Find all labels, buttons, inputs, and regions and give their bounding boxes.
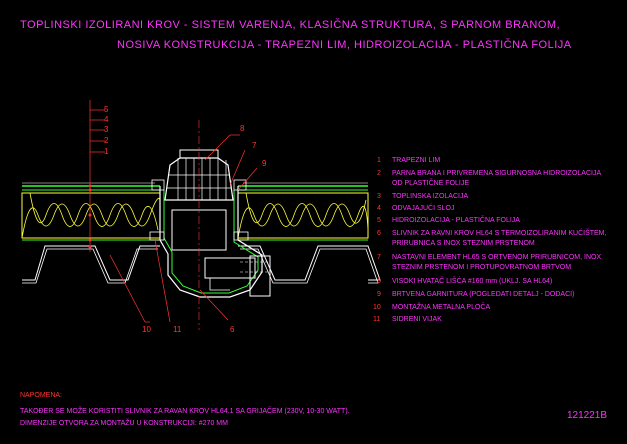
notes-line-2: DIMENZIJE OTVORA ZA MONTAŽU U KONSTRUKCI… bbox=[20, 420, 228, 427]
legend-text: PARNA BRANA I PRIVREMENA SIGURNOSNA HIDR… bbox=[392, 170, 602, 177]
legend-text: VISOKI HVATAČ LIŠĆA #160 mm (UKLJ. SA HL… bbox=[392, 278, 553, 285]
legend-text: SLIVNIK ZA RAVNI KROV HL64 S TERMOIZOLIR… bbox=[392, 230, 607, 237]
legend-text: TRAPEZNI LIM bbox=[392, 157, 441, 164]
legend-num: 8 bbox=[377, 278, 381, 285]
drain-body bbox=[159, 186, 263, 298]
callout-8: 8 bbox=[240, 124, 245, 133]
thermal-insulation-right bbox=[237, 192, 369, 239]
trapezoidal-sheet bbox=[22, 245, 160, 281]
legend-text: HIDROIZOLACIJA - PLASTIČNA FOLIJA bbox=[392, 217, 520, 224]
legend-num: 7 bbox=[377, 254, 381, 261]
legend-text: OD PLASTIČNE FOLIJE bbox=[392, 180, 470, 187]
legend-text: BRTVENA GARNITURA (POGLEDATI DETALJ - DO… bbox=[392, 291, 575, 298]
notes-line-1: TAKOĐER SE MOŽE KORISTITI SLIVNIK ZA RAV… bbox=[20, 408, 350, 415]
legend-num: 3 bbox=[377, 193, 381, 200]
callout-5: 5 bbox=[104, 105, 109, 114]
callout-1: 1 bbox=[104, 147, 109, 156]
callout-3: 3 bbox=[104, 125, 109, 134]
legend-text: PRIRUBNICA S INOX STEZNIM PRSTENOM bbox=[392, 240, 535, 247]
callout-11: 11 bbox=[173, 325, 182, 334]
legend-text: TOPLINSKA IZOLACIJA bbox=[392, 193, 469, 200]
legend-text: MONTAŽNA METALNA PLOČA bbox=[392, 304, 491, 311]
legend-num: 6 bbox=[377, 230, 381, 237]
trapezoidal-sheet-right bbox=[238, 245, 381, 281]
title-line-1: TOPLINSKI IZOLIRANI KROV - SISTEM VARENJ… bbox=[20, 19, 561, 31]
legend-num: 10 bbox=[373, 304, 381, 311]
callout-7: 7 bbox=[252, 141, 257, 150]
legend-num: 5 bbox=[377, 217, 381, 224]
callout-6: 6 bbox=[230, 325, 235, 334]
legend-num: 1 bbox=[377, 157, 381, 164]
legend-text: ODVAJAJUĆI SLOJ bbox=[392, 205, 455, 212]
legend-text: SIDRENI VIJAK bbox=[392, 316, 442, 323]
callout-9: 9 bbox=[262, 159, 267, 168]
legend-text: STEZNIM PRSTENOM I PROTUPOVRATNOM BRTVOM bbox=[392, 264, 572, 271]
legend-num: 9 bbox=[377, 291, 381, 298]
legend-num: 4 bbox=[377, 205, 381, 212]
insulation-hatch bbox=[21, 197, 161, 239]
callout-2: 2 bbox=[104, 136, 109, 145]
legend-num: 2 bbox=[377, 170, 381, 177]
legend-num: 11 bbox=[373, 316, 381, 323]
title-line-2: NOSIVA KONSTRUKCIJA - TRAPEZNI LIM, HIDR… bbox=[117, 39, 572, 51]
drawing-code: 121221B bbox=[567, 410, 608, 421]
callout-10: 10 bbox=[142, 325, 151, 334]
legend-text: NASTAVNI ELEMENT HL65 S ORTVENOM PRIRUBN… bbox=[392, 254, 602, 261]
notes-title: NAPOMENA: bbox=[20, 392, 63, 399]
callout-4: 4 bbox=[104, 115, 109, 124]
